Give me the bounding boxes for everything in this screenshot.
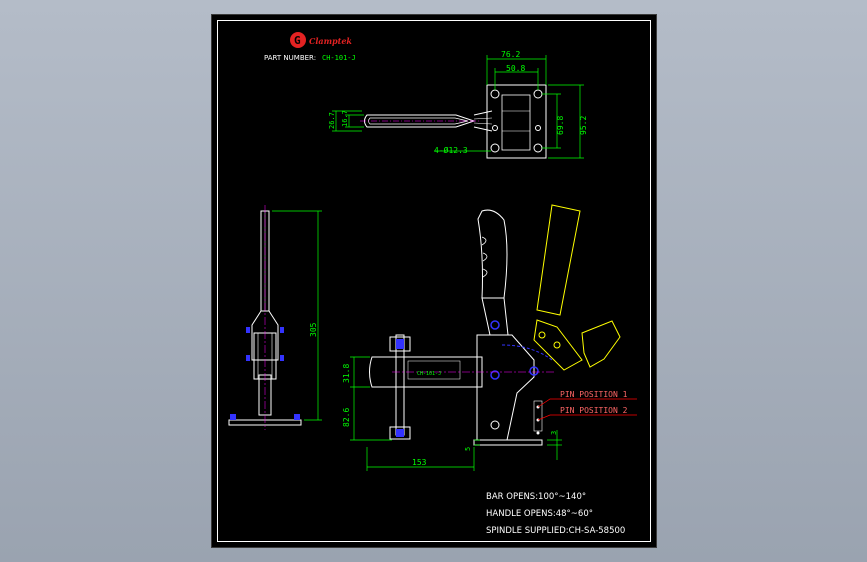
end-view <box>228 205 302 430</box>
dim-82-6: 82.6 <box>342 408 351 427</box>
note-bar-opens: BAR OPENS:100°~140° <box>486 492 586 502</box>
dim-26-7: 26.7 <box>328 112 336 129</box>
brand-name: Clamptek <box>309 36 352 46</box>
part-number-value: CH-101-J <box>322 54 356 62</box>
dim-95-2: 95.2 <box>579 116 588 135</box>
end-view-dimensions <box>272 210 322 421</box>
pin-leaders <box>537 398 637 421</box>
pin-position-1: PIN POSITION 1 <box>560 390 628 399</box>
dim-76-2: 76.2 <box>501 50 520 59</box>
brand-logo-letter: G <box>294 34 301 47</box>
dim-5: 5 <box>464 447 472 451</box>
drawing-frame <box>217 20 651 542</box>
technical-drawing: G Clamptek PART NUMBER: CH-101-J <box>228 32 637 536</box>
dim-153: 153 <box>412 458 427 467</box>
note-spindle: SPINDLE SUPPLIED:CH-SA-58500 <box>486 526 625 536</box>
dim-305: 305 <box>309 322 318 337</box>
dim-hole-diameter: 4-Ø12.3 <box>434 145 468 155</box>
side-view <box>369 204 621 446</box>
drawing-sheet: G Clamptek PART NUMBER: CH-101-J <box>211 14 657 548</box>
brand-logo: G Clamptek <box>290 32 352 48</box>
dim-31-8: 31.8 <box>342 364 351 383</box>
dim-69-8: 69.8 <box>556 116 565 135</box>
dim-3: 3 <box>550 431 558 435</box>
part-number-label: PART NUMBER: <box>264 54 316 62</box>
top-view <box>360 84 547 159</box>
note-handle-opens: HANDLE OPENS:48°~60° <box>486 509 593 519</box>
side-view-dimensions <box>350 356 562 471</box>
pin-position-2: PIN POSITION 2 <box>560 406 628 415</box>
dim-50-8: 50.8 <box>506 64 525 73</box>
top-view-dimensions <box>332 55 584 159</box>
body-tag: CH-101-J <box>417 371 441 377</box>
brand-logo-mark <box>290 32 306 48</box>
dim-16-7: 16.7 <box>341 110 349 127</box>
